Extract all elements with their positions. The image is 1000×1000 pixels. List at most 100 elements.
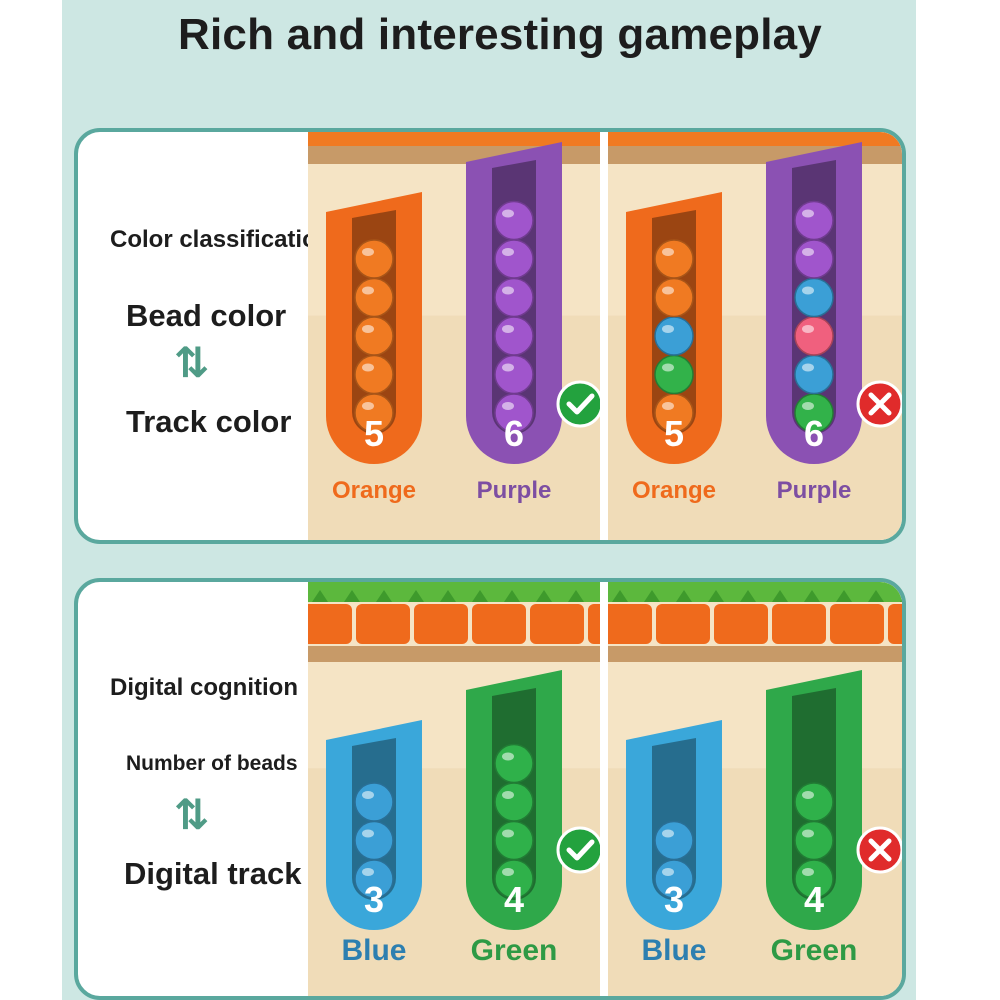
bead — [354, 354, 394, 395]
bead — [354, 316, 394, 356]
page-title: Rich and interesting gameplay — [178, 10, 822, 59]
bead-shine — [802, 325, 814, 333]
carrot-block — [414, 604, 468, 644]
bead-shine — [502, 248, 514, 256]
cross-mark — [868, 392, 892, 416]
bead — [494, 239, 534, 279]
bead-shine — [502, 791, 514, 799]
bead-color-label: Bead color — [126, 298, 287, 333]
leaf — [376, 590, 392, 602]
leaf — [740, 590, 756, 602]
track-number: 5 — [664, 413, 684, 454]
leaf — [708, 590, 724, 602]
bead-shine — [502, 286, 514, 295]
bead — [494, 782, 534, 822]
carrot-block — [830, 604, 884, 644]
bead-shine — [802, 402, 814, 410]
bead — [354, 277, 394, 318]
track-number: 4 — [804, 879, 824, 920]
check-mark — [566, 393, 595, 415]
bead-shine — [802, 286, 814, 295]
track-caption: Blue — [341, 934, 406, 967]
bead-shine — [662, 325, 674, 333]
bead-shine — [802, 209, 814, 218]
number-of-beads-label: Number of beads — [126, 752, 298, 775]
bead-shine — [662, 402, 674, 410]
check-mark — [566, 839, 595, 861]
bead-shine — [362, 791, 374, 799]
bead — [494, 820, 534, 861]
digital-track-label: Digital track — [124, 856, 302, 891]
bead-shine — [502, 829, 514, 838]
bead — [354, 782, 394, 822]
swap-arrows-icon: ⇅ — [174, 791, 210, 838]
cross-icon — [856, 826, 902, 874]
digital-cognition-panel: Digital cognition Number of beads ⇅ Digi… — [74, 578, 906, 1000]
digital-cognition-label: Digital cognition — [110, 674, 298, 701]
bead-shine — [362, 286, 374, 295]
leaf — [344, 590, 360, 602]
top-rail — [608, 132, 902, 146]
leaf — [900, 599, 902, 602]
leaf — [836, 590, 852, 602]
leaf — [472, 590, 488, 602]
leaf — [504, 590, 520, 602]
bead-shine — [502, 363, 514, 372]
bead — [794, 239, 834, 279]
leaf — [536, 590, 552, 602]
track-caption: Orange — [632, 477, 716, 504]
bead — [654, 354, 694, 395]
track-caption: Green — [771, 934, 858, 967]
bead — [354, 239, 394, 279]
track-caption: Blue — [641, 934, 706, 967]
leaf — [612, 590, 628, 602]
carrot-block — [772, 604, 826, 644]
cross-icon — [856, 380, 902, 428]
track-caption: Purple — [777, 477, 852, 504]
carrot-block — [888, 604, 902, 644]
bead-shine — [662, 829, 674, 838]
track-slot — [652, 738, 696, 900]
track-number: 3 — [664, 879, 684, 920]
rail-groove — [308, 646, 600, 662]
bead-shine — [362, 402, 374, 410]
bead-shine — [362, 363, 374, 372]
bead — [794, 782, 834, 822]
track-number: 6 — [504, 413, 524, 454]
leaf — [644, 590, 660, 602]
track-caption: Purple — [477, 477, 552, 504]
bead-shine — [502, 325, 514, 333]
bead-shine — [502, 402, 514, 410]
bead-shine — [662, 363, 674, 372]
carrot-block — [472, 604, 526, 644]
status-badge — [556, 826, 600, 874]
leaf — [440, 590, 456, 602]
carrot-block — [656, 604, 710, 644]
bead — [794, 277, 834, 318]
bead — [494, 277, 534, 318]
leaf — [868, 590, 884, 602]
bead — [354, 820, 394, 861]
bead — [654, 316, 694, 356]
bead-shine — [802, 829, 814, 838]
track-caption: Green — [471, 934, 558, 967]
bead — [494, 200, 534, 241]
track-color-label: Track color — [126, 404, 292, 439]
leaf — [312, 590, 328, 602]
bead-shine — [362, 325, 374, 333]
carrot-block — [530, 604, 584, 644]
bead — [794, 354, 834, 395]
carrot-block — [356, 604, 410, 644]
bead-shine — [662, 248, 674, 256]
check-icon — [556, 380, 600, 428]
bead — [494, 316, 534, 356]
